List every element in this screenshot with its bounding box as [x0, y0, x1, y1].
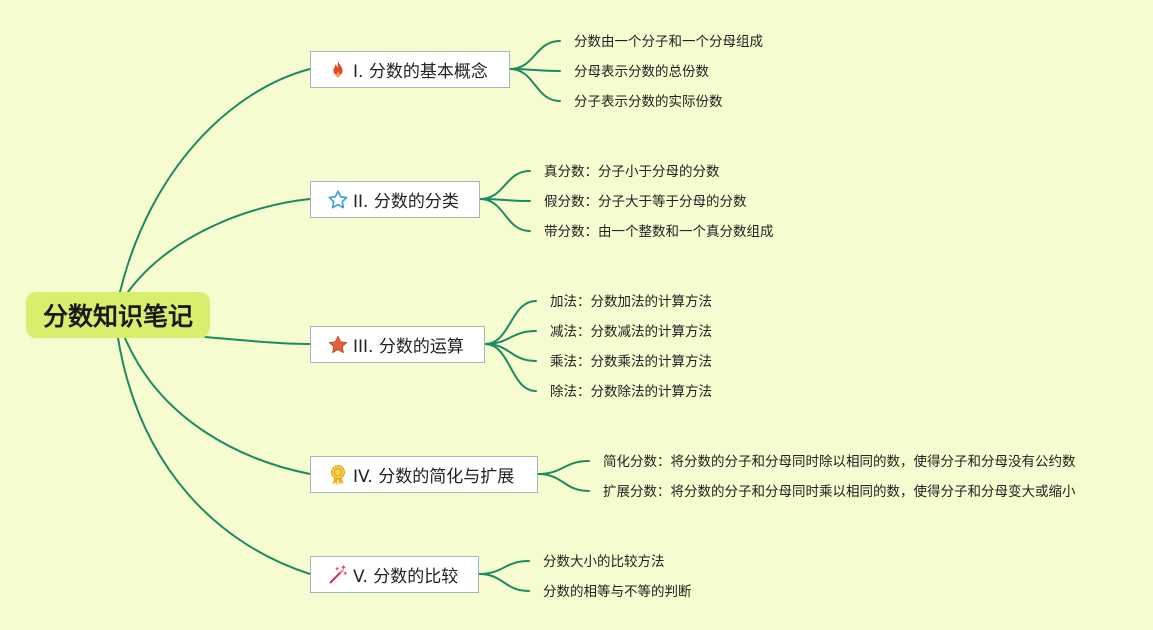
branch-node-operations[interactable]: III. 分数的运算 [310, 326, 485, 363]
leaf-item[interactable]: 简化分数：将分数的分子和分母同时除以相同的数，使得分子和分母没有公约数 [603, 454, 1076, 470]
leaf-item[interactable]: 分数由一个分子和一个分母组成 [574, 34, 763, 50]
branch-label: V. 分数的比较 [353, 567, 459, 587]
leaf-item[interactable]: 带分数：由一个整数和一个真分数组成 [544, 224, 774, 240]
connector-line [124, 337, 311, 475]
connector-line [509, 68, 561, 102]
leaf-item[interactable]: 乘法：分数乘法的计算方法 [550, 354, 712, 370]
fire-icon [327, 59, 349, 81]
connector-line [119, 68, 311, 293]
branch-label: II. 分数的分类 [353, 192, 459, 212]
star-outline-icon [327, 189, 349, 211]
leaf-item[interactable]: 加法：分数加法的计算方法 [550, 294, 712, 310]
branch-label: IV. 分数的简化与扩展 [353, 467, 515, 487]
connector-line [537, 473, 590, 492]
connector-line [204, 336, 311, 345]
leaf-item[interactable]: 分数的相等与不等的判断 [543, 584, 692, 600]
medal-icon [327, 464, 349, 486]
connector-line [127, 198, 311, 293]
connector-line [537, 460, 590, 475]
magic-wand-icon [327, 564, 349, 586]
root-node-title[interactable]: 分数知识笔记 [26, 292, 210, 338]
branch-node-basic-concepts[interactable]: I. 分数的基本概念 [310, 51, 510, 88]
branch-label: I. 分数的基本概念 [353, 62, 488, 82]
branch-label: III. 分数的运算 [353, 337, 464, 357]
leaf-item[interactable]: 扩展分数：将分数的分子和分母同时乘以相同的数，使得分子和分母变大或缩小 [603, 484, 1076, 500]
branch-node-comparison[interactable]: V. 分数的比较 [310, 556, 479, 593]
connector-line [479, 198, 531, 232]
connector-line [117, 337, 311, 575]
connector-line [478, 573, 530, 592]
connector-line [478, 560, 530, 575]
leaf-item[interactable]: 分子表示分数的实际份数 [574, 94, 723, 110]
leaf-item[interactable]: 减法：分数减法的计算方法 [550, 324, 712, 340]
leaf-item[interactable]: 分数大小的比较方法 [543, 554, 665, 570]
leaf-item[interactable]: 除法：分数除法的计算方法 [550, 384, 712, 400]
branch-node-simplify-expand[interactable]: IV. 分数的简化与扩展 [310, 456, 538, 493]
star-filled-icon [327, 334, 349, 356]
connector-line [479, 170, 531, 200]
leaf-item[interactable]: 分母表示分数的总份数 [574, 64, 709, 80]
connector-line [509, 40, 561, 70]
connector-line [484, 343, 537, 392]
leaf-item[interactable]: 真分数：分子小于分母的分数 [544, 164, 720, 180]
leaf-item[interactable]: 假分数：分子大于等于分母的分数 [544, 194, 747, 210]
branch-node-classification[interactable]: II. 分数的分类 [310, 181, 480, 218]
